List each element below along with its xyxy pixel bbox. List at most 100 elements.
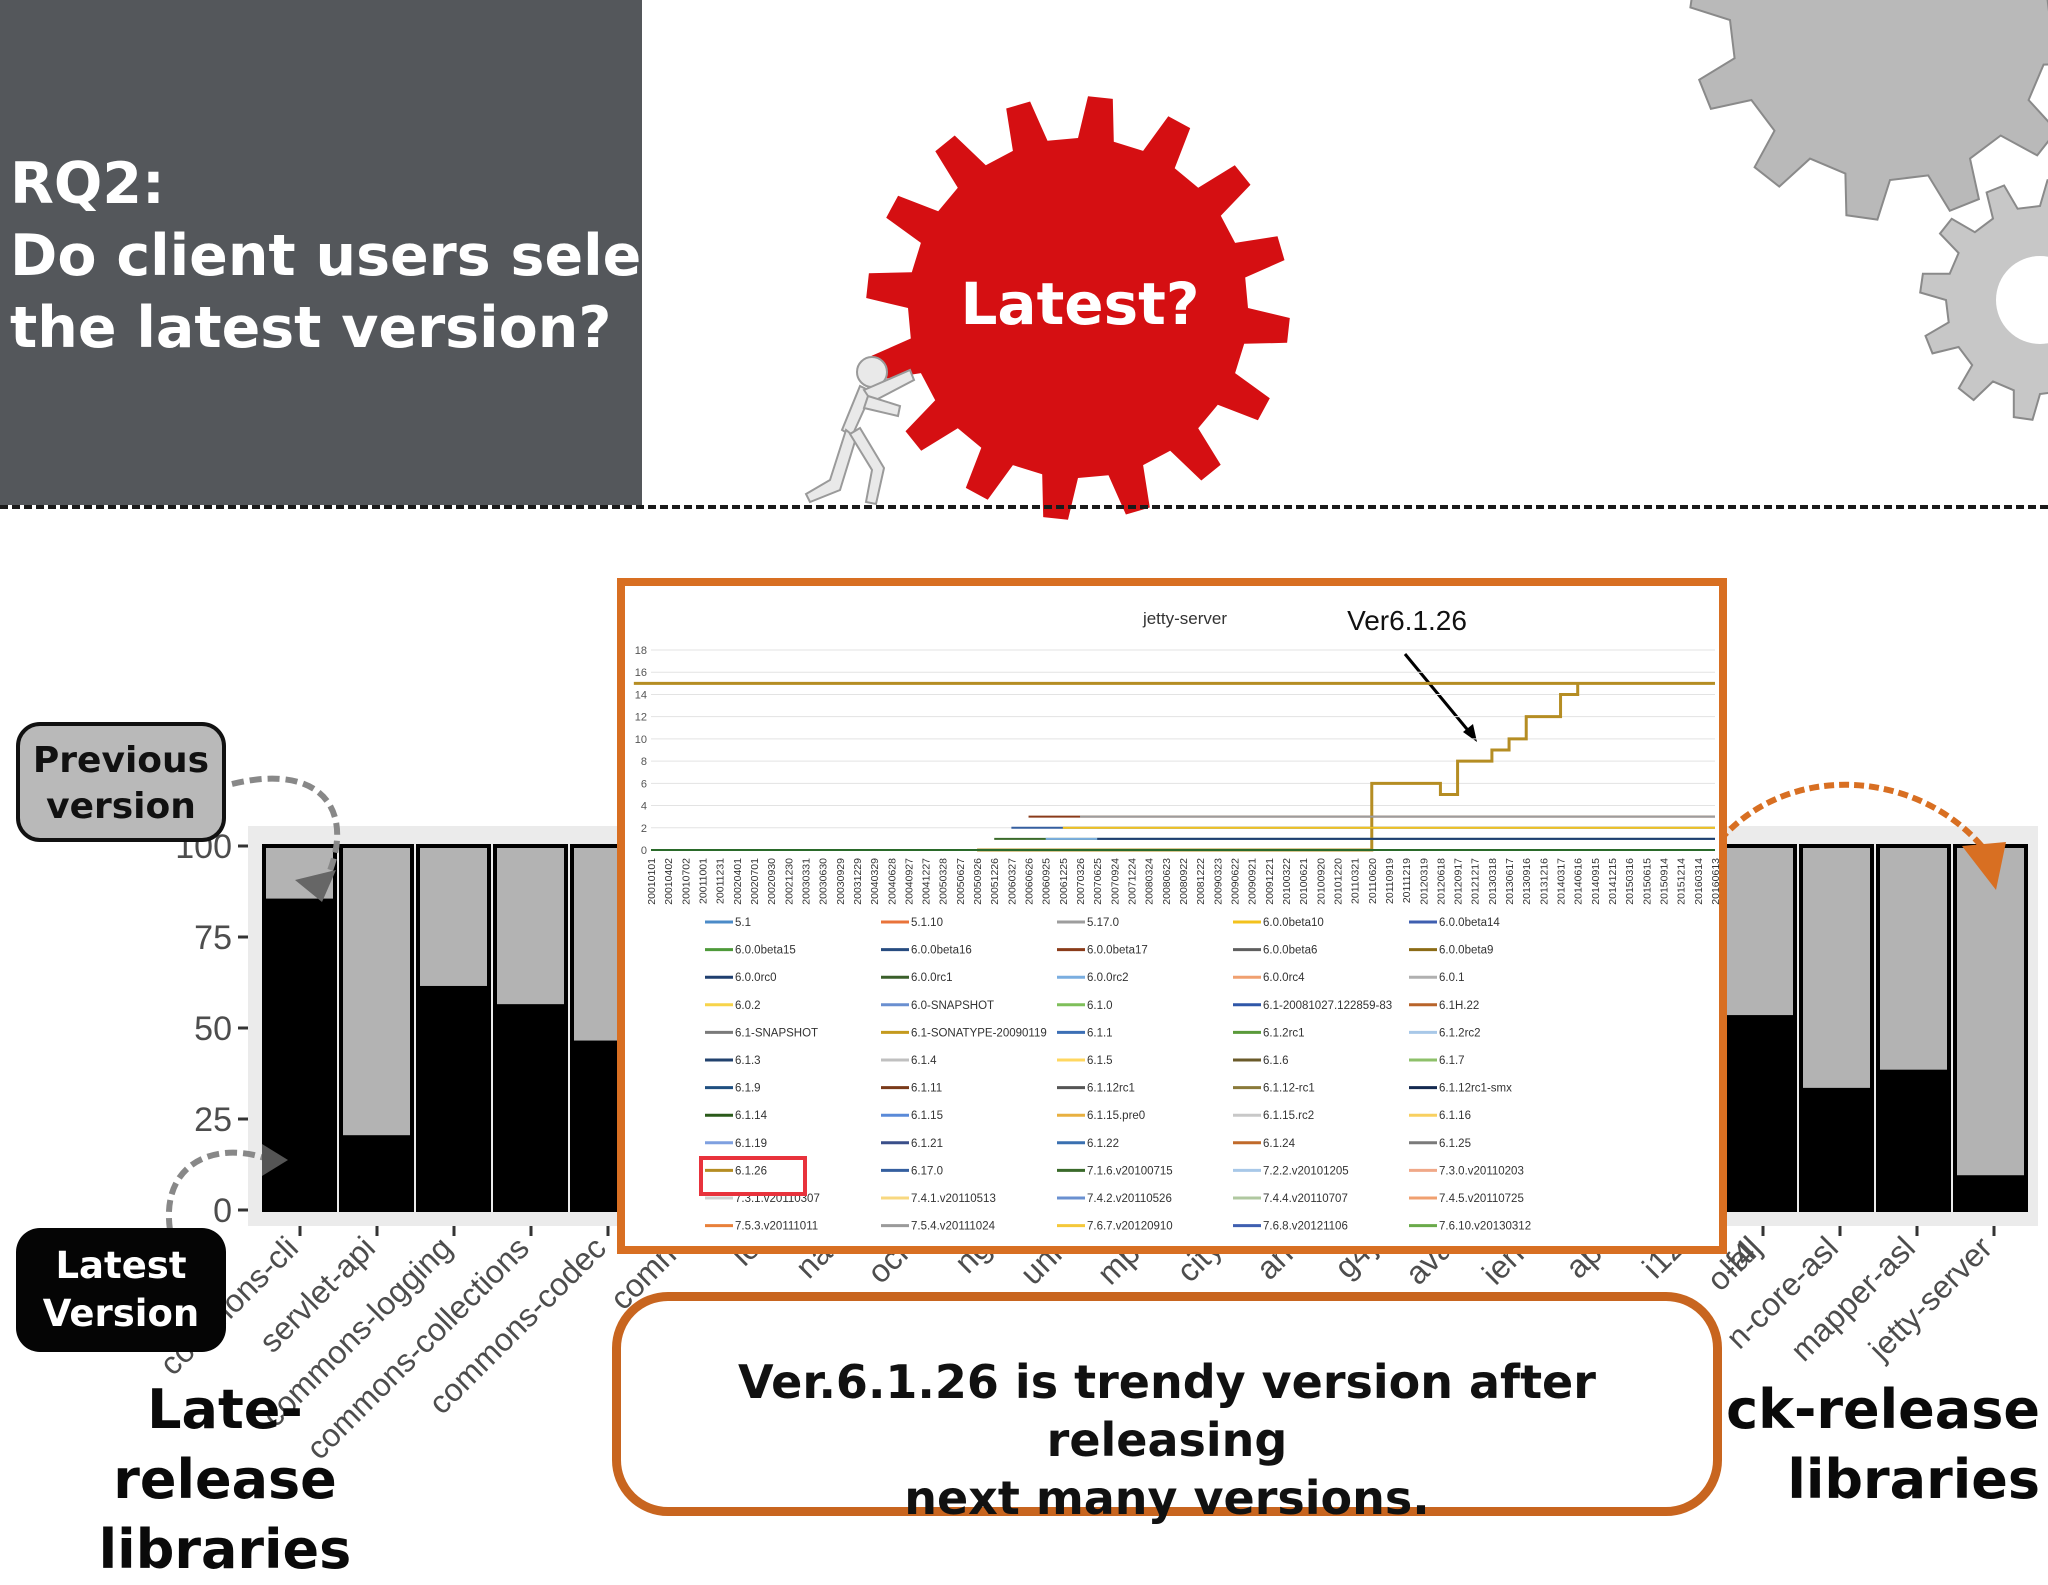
inset-y-tick-label: 4: [641, 801, 647, 813]
legend-label: 6.1.0: [1087, 1000, 1113, 1012]
inset-x-tick: 20020401: [732, 858, 744, 905]
inset-x-tick: 20091221: [1264, 858, 1276, 905]
title-line-2: Do client users select: [10, 223, 703, 289]
legend-label: 5.17.0: [1087, 917, 1119, 929]
inset-x-tick: 20131216: [1538, 858, 1550, 905]
inset-x-tick: 20050627: [955, 858, 967, 905]
legend-label: 6.0.0rc1: [911, 972, 953, 984]
inset-x-tick: 20010101: [646, 858, 658, 905]
legend-label: 7.6.7.v20120910: [1087, 1221, 1173, 1233]
legend-label: 6.1.19: [735, 1138, 767, 1150]
legend-label: 6.0.0beta10: [1263, 917, 1324, 929]
legend-label: 6.0.0beta6: [1263, 945, 1317, 957]
inset-x-tick: 20071224: [1127, 858, 1139, 905]
inset-x-tick: 20040927: [903, 858, 915, 905]
red-gear-shape: [866, 96, 1290, 520]
legend-label: 7.4.4.v20110707: [1263, 1193, 1348, 1205]
previous-arrow-icon: [231, 775, 341, 902]
quick-label-line-1: ck-release: [1726, 1378, 2040, 1441]
title-line-1: RQ2:: [10, 151, 165, 217]
title-line-3: the latest version?: [10, 295, 612, 361]
highlight-box: [699, 1156, 807, 1196]
legend-label: 6.1.25: [1439, 1138, 1471, 1150]
bar-latest: [1799, 1087, 1874, 1213]
grey-gears-illustration: [1689, 0, 2048, 421]
annotation-arrow-icon: [1403, 653, 1477, 742]
inset-y-tick-label: 2: [641, 823, 647, 835]
inset-x-tick: 20110919: [1384, 858, 1396, 904]
bar-latest: [1876, 1069, 1951, 1212]
legend-label: 6.1.12rc1: [1087, 1083, 1135, 1095]
legend-label: 6.0.0beta15: [735, 945, 796, 957]
legend-label: 6.0.0beta16: [911, 945, 972, 957]
inset-x-tick: 20111219: [1401, 858, 1413, 903]
inset-x-tick: 20100322: [1281, 858, 1293, 905]
legend-label: 6.1.5: [1087, 1055, 1113, 1067]
inset-x-tick: 20160314: [1693, 858, 1705, 905]
late-release-label: Late-release libraries: [40, 1375, 410, 1585]
slide-title: RQ2: Do client users select the latest v…: [10, 148, 703, 364]
inset-x-tick: 20011001: [697, 858, 709, 904]
legend-label: 6.1.16: [1439, 1110, 1471, 1122]
bar-latest: [416, 985, 491, 1212]
grey-gear-large-shape: [1689, 0, 2048, 221]
legend-label: 6.1.14: [735, 1110, 768, 1122]
inset-x-tick: 20140317: [1556, 858, 1568, 905]
y-tick-label: 0: [213, 1192, 232, 1230]
legend-label: 6.0.0beta17: [1087, 945, 1148, 957]
legend-label: 7.2.2.v20101205: [1263, 1165, 1349, 1177]
legend-label: 6.0.0rc4: [1263, 972, 1305, 984]
inset-x-tick: 20151214: [1676, 858, 1688, 905]
previous-callout-line-1: Previous: [32, 740, 210, 781]
inset-x-tick: 20011231: [715, 858, 727, 904]
grey-gear-large-icon: [1689, 0, 2048, 221]
quick-release-label: ck-release libraries: [1680, 1375, 2040, 1515]
latest-callout-line-2: Version: [42, 1292, 200, 1335]
legend-label: 6.0.0beta14: [1439, 917, 1500, 929]
legend-label: 6.1.15: [911, 1110, 943, 1122]
legend-label: 6.1-SNAPSHOT: [735, 1027, 818, 1039]
inset-x-tick: 20150316: [1624, 858, 1636, 905]
latest-arrow-icon: [165, 1144, 288, 1231]
red-gear-illustration: [804, 96, 1290, 520]
legend-label: 6.1.15.pre0: [1087, 1110, 1145, 1122]
latest-version-callout: Latest Version: [16, 1228, 226, 1352]
legend-label: 6.1.11: [911, 1083, 942, 1095]
legend-label: 6.0.0rc0: [735, 972, 777, 984]
legend-label: 7.1.6.v20100715: [1087, 1165, 1173, 1177]
inset-x-tick: 20061225: [1058, 858, 1070, 905]
version-annotation: Ver6.1.26: [1347, 605, 1467, 636]
legend-label: 6.1.21: [911, 1138, 943, 1150]
inset-x-tick: 20010402: [663, 858, 675, 905]
legend-label: 6.1.12rc1-smx: [1439, 1083, 1512, 1095]
inset-x-tick: 20110620: [1367, 858, 1379, 904]
inset-x-tick: 20090622: [1229, 858, 1241, 905]
legend-label: 6.0.0beta9: [1439, 945, 1493, 957]
legend-label: 6.0.2: [735, 1000, 761, 1012]
legend-label: 6.1.12-rc1: [1263, 1083, 1315, 1095]
late-label-line-1: Late-release: [113, 1378, 337, 1511]
inset-x-tick: 20070326: [1075, 858, 1087, 905]
legend-label: 6.1.26: [735, 1165, 767, 1177]
previous-version-callout: Previous version: [16, 722, 226, 842]
inset-x-tick: 20020930: [766, 858, 778, 905]
orange-curved-arrow-icon: [1717, 781, 2006, 890]
inset-x-tick: 20140616: [1573, 858, 1585, 905]
legend-label: 7.3.0.v20110203: [1439, 1165, 1524, 1177]
inset-x-tick: 20050926: [972, 858, 984, 905]
inset-x-tick: 20141215: [1607, 858, 1619, 905]
legend-label: 6.1H.22: [1439, 1000, 1479, 1012]
conclusion-line-2: next many versions.: [904, 1471, 1430, 1525]
legend-label: 6.0-SNAPSHOT: [911, 1000, 994, 1012]
red-gear-icon: [866, 96, 1290, 520]
inset-y-tick-label: 0: [641, 845, 647, 857]
legend-label: 6.1.1: [1087, 1027, 1113, 1039]
legend-label: 6.1-20081027.122859-83: [1263, 1000, 1392, 1012]
grey-gear-small-shape: [1919, 179, 2048, 421]
inset-x-tick: 20060626: [1024, 858, 1036, 905]
section-divider: [0, 505, 2048, 509]
bar-latest: [339, 1135, 414, 1213]
inset-y-tick-label: 8: [641, 756, 647, 768]
bar-previous: [1953, 844, 2028, 1212]
